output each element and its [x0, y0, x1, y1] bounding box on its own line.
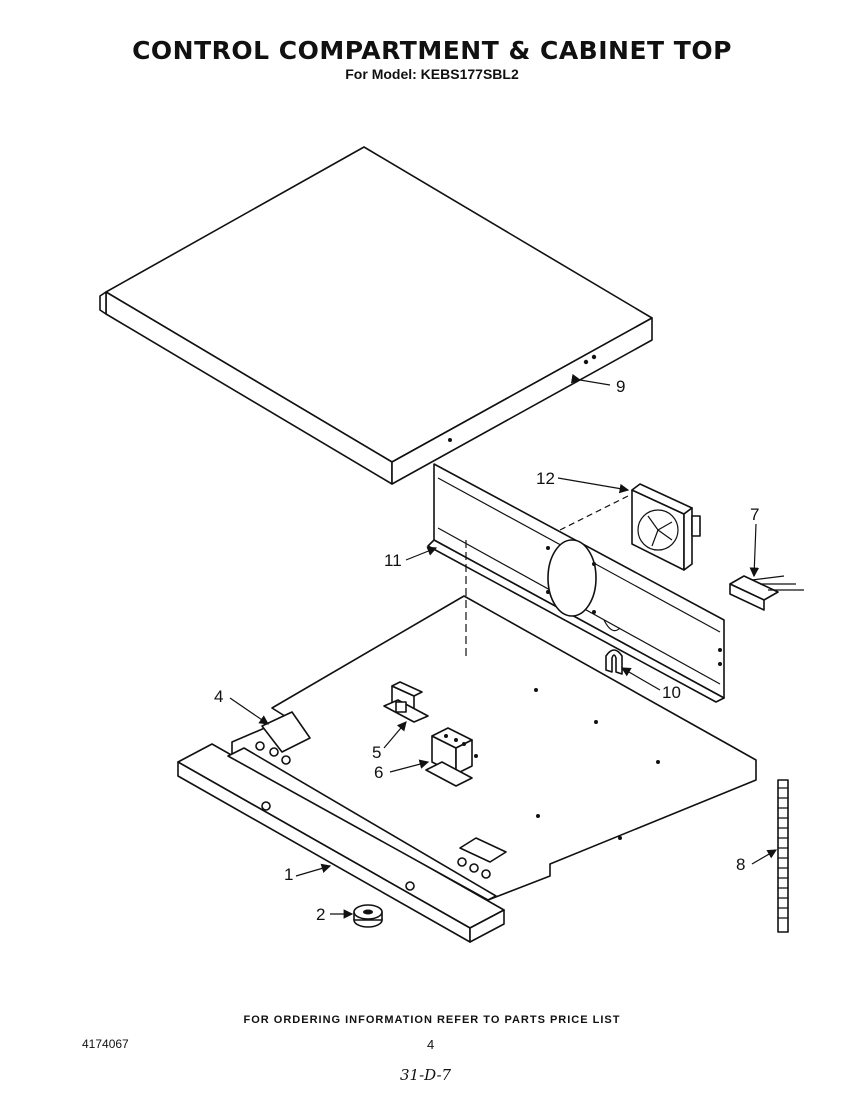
- callout-7: 7: [750, 505, 759, 524]
- page-number: 4: [427, 1037, 435, 1052]
- relay-switch: [383, 681, 429, 723]
- diagram-title: CONTROL COMPARTMENT & CABINET TOP: [132, 36, 732, 65]
- document-number: 4174067: [82, 1037, 129, 1051]
- callout-11: 11: [384, 551, 402, 570]
- front-channel: [177, 741, 507, 943]
- fan-motor-assembly: [559, 483, 701, 571]
- wire-clip: [605, 649, 623, 675]
- callout-5: 5: [372, 743, 381, 762]
- callout-6: 6: [374, 763, 383, 782]
- callout-2: 2: [316, 905, 325, 924]
- callout-8: 8: [736, 855, 745, 874]
- control-panel-bracket: [427, 463, 725, 703]
- callout-1: 1: [284, 865, 293, 884]
- cabinet-top-panel: [99, 146, 653, 485]
- relay-block: [425, 727, 473, 787]
- wire-harness-strip: [777, 779, 789, 933]
- callout-4: 4: [214, 687, 223, 706]
- callout-leaders: [229, 373, 778, 919]
- model-subtitle: For Model: KEBS177SBL2: [345, 66, 519, 82]
- callout-12: 12: [536, 469, 555, 488]
- callout-10: 10: [662, 683, 681, 702]
- bracket-plate: [261, 711, 311, 753]
- ordering-note: FOR ORDERING INFORMATION REFER TO PARTS …: [243, 1014, 621, 1026]
- handwritten-note: 31-D-7: [400, 1066, 452, 1084]
- grommet-bumper: [353, 904, 383, 928]
- callout-9: 9: [616, 377, 625, 396]
- terminal-block: [729, 575, 804, 611]
